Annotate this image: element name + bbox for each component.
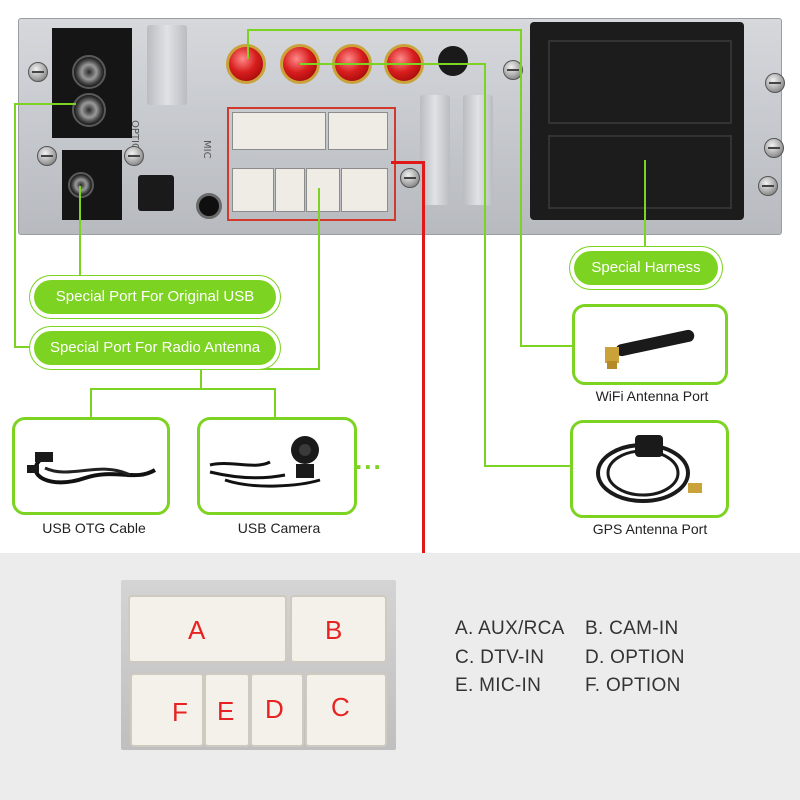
wifi-antenna-caption: WiFi Antenna Port: [595, 388, 709, 404]
usb-accessory-line: [90, 388, 276, 390]
wifi-antenna-line: [247, 29, 522, 31]
connector-letter-d: D: [265, 694, 284, 724]
panel-rib: [463, 95, 493, 205]
radio-antenna-line: [14, 103, 76, 105]
usb-accessory-line: [90, 388, 92, 418]
legend-item-e: E. MIC-IN: [455, 675, 542, 696]
connector-letter-e: E: [217, 696, 235, 726]
radio-antenna-line: [14, 346, 38, 348]
legend-item-d: D. OPTION: [585, 647, 685, 668]
legend-item-f: F. OPTION: [585, 675, 681, 696]
panel-rib: [147, 25, 187, 105]
gps-antenna-caption: GPS Antenna Port: [592, 521, 708, 537]
plug-cluster-outline: [227, 107, 396, 221]
plug-upper-right: [328, 112, 388, 150]
special-harness-connector: [530, 22, 744, 220]
harness-connector-inner-bottom: [548, 135, 732, 209]
usb-accessory-line: [200, 368, 320, 370]
screw: [765, 73, 785, 93]
legend-item-a: A. AUX/RCA: [455, 618, 565, 639]
special-harness-callout: Special Harness: [574, 251, 718, 285]
usb-camera-icon: [209, 436, 321, 488]
gps-antenna-box: [570, 420, 729, 518]
radio-antenna-line: [14, 103, 16, 348]
usb-camera-caption: USB Camera: [237, 520, 321, 536]
wifi-antenna-icon: [605, 329, 695, 369]
connector-d-body: [250, 673, 304, 747]
connector-a-body: [128, 595, 287, 663]
gps-antenna-line: [484, 63, 486, 467]
usb-otg-cable-icon: [27, 452, 157, 485]
plug-lower-1: [232, 168, 274, 212]
plug-detail-line: [391, 161, 425, 164]
usb-otg-cable-box: [12, 417, 170, 515]
wifi-antenna-box: [572, 304, 728, 385]
screw: [400, 168, 420, 188]
connector-letter-f: F: [172, 697, 188, 727]
screw: [37, 146, 57, 166]
plug-lower-4: [341, 168, 388, 212]
screw: [758, 176, 778, 196]
original-usb-line: [79, 186, 81, 296]
radio-antenna-callout: Special Port For Radio Antenna: [34, 331, 276, 365]
more-accessories-indicator: ...: [355, 445, 383, 475]
screw: [503, 60, 523, 80]
connector-letter-c: C: [331, 692, 350, 722]
usb-accessory-line: [274, 388, 276, 418]
plug-lower-3: [306, 168, 340, 212]
plug-lower-2: [275, 168, 305, 212]
wifi-antenna-line: [520, 29, 522, 347]
usb-accessory-line: [200, 368, 202, 390]
coax-connector-top: [72, 55, 106, 89]
plug-detail-line: [422, 161, 425, 604]
panel-rib: [420, 95, 450, 205]
harness-connector-inner-top: [548, 40, 732, 124]
original-usb-connector: [68, 172, 94, 198]
screw: [764, 138, 784, 158]
connector-b-body: [290, 595, 387, 663]
optical-port: [138, 175, 174, 211]
coax-connector-bottom: [72, 93, 106, 127]
connector-f-body: [130, 673, 204, 747]
screw: [28, 62, 48, 82]
connector-e-body: [204, 673, 250, 747]
plug-upper-left: [232, 112, 326, 150]
mic-label: MIC: [201, 140, 212, 159]
original-usb-callout: Special Port For Original USB: [34, 280, 276, 314]
rca-connector-1: [226, 44, 266, 84]
gps-antenna-line: [300, 63, 486, 65]
connector-letter-a: A: [188, 615, 206, 645]
gps-antenna-icon: [596, 435, 702, 503]
connector-letter-b: B: [325, 615, 343, 645]
wifi-antenna-line: [247, 29, 249, 59]
connector-c-body: [305, 673, 387, 747]
legend-item-b: B. CAM-IN: [585, 618, 679, 639]
usb-otg-cable-caption: USB OTG Cable: [42, 520, 146, 536]
wifi-antenna-line: [520, 345, 572, 347]
legend-item-c: C. DTV-IN: [455, 647, 545, 668]
screw: [124, 146, 144, 166]
panel-hole: [438, 46, 468, 76]
mic-jack: [196, 193, 222, 219]
usb-camera-box: [197, 417, 357, 515]
usb-accessory-line: [318, 188, 320, 370]
gps-antenna-line: [484, 465, 570, 467]
special-harness-line: [644, 160, 646, 252]
